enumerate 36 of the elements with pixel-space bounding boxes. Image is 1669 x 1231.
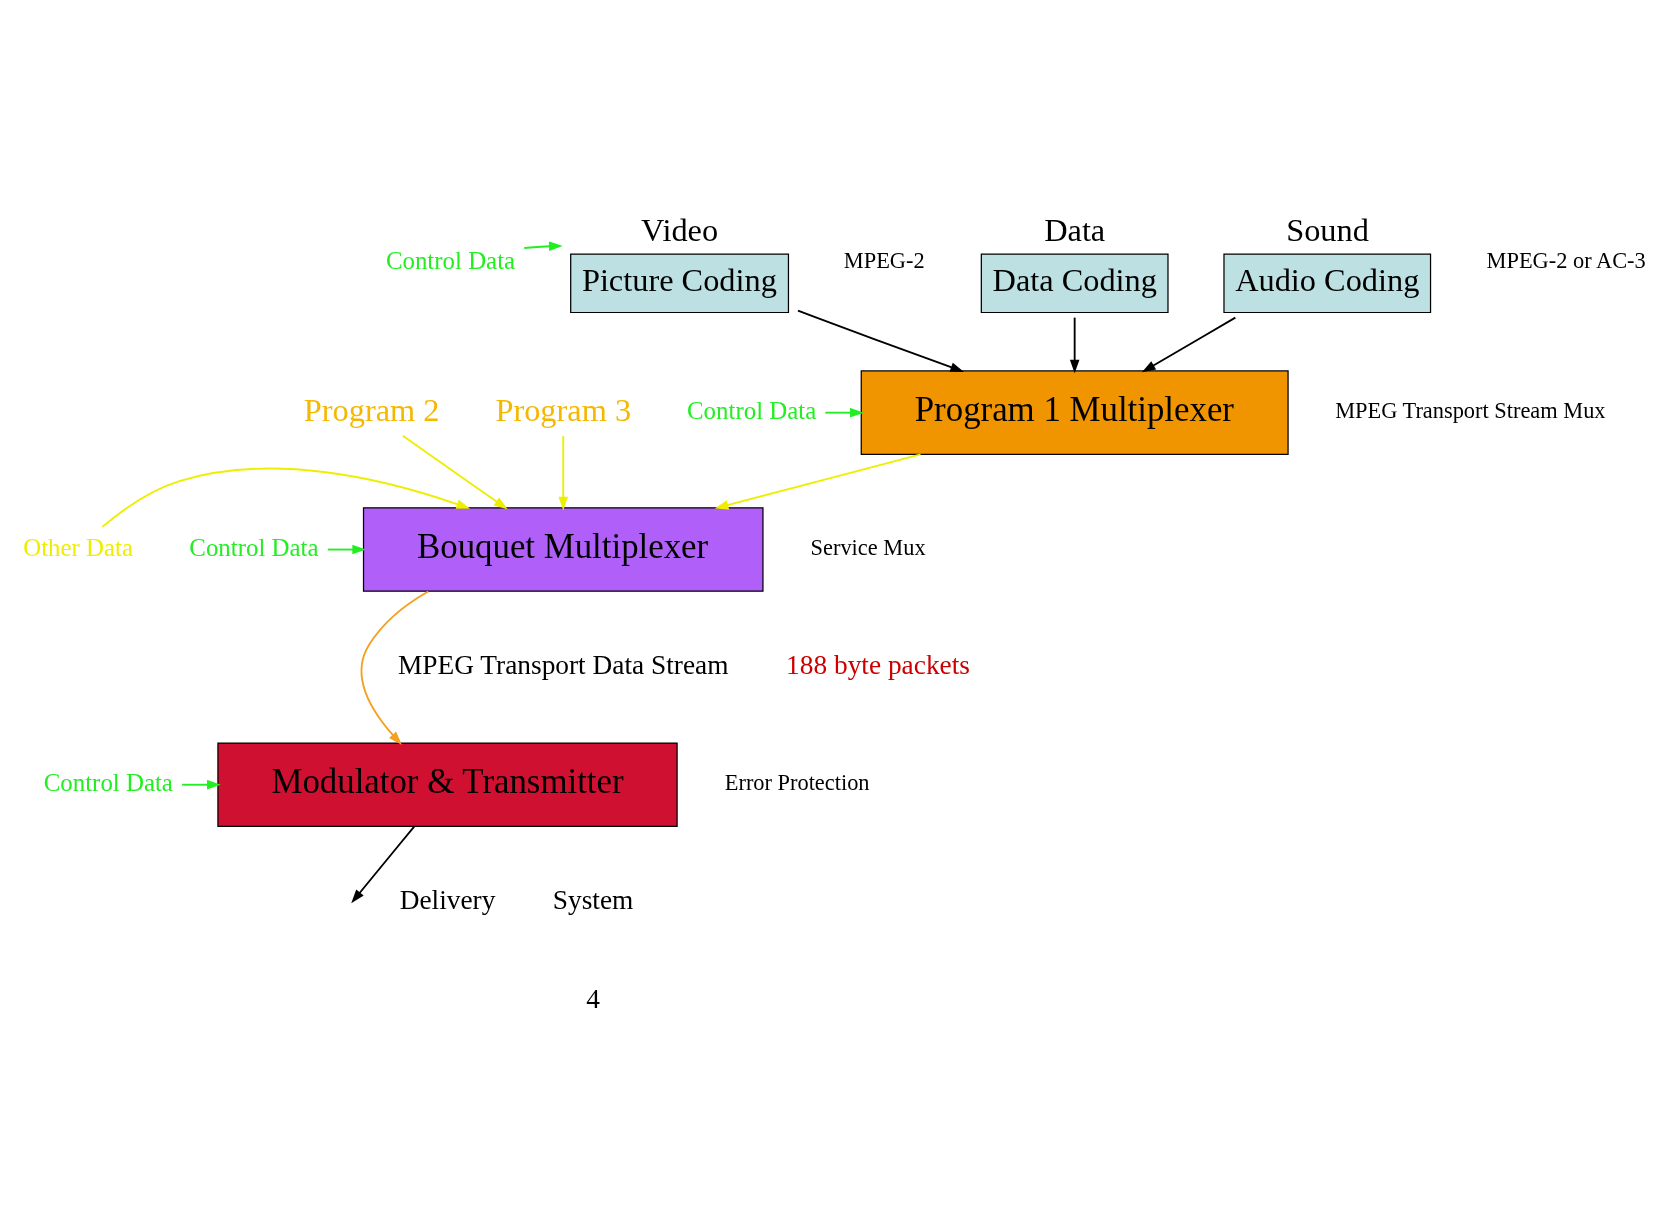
- arrow: [558, 435, 569, 511]
- node-text: Program 3: [495, 391, 632, 428]
- node-label: Error Protection: [724, 770, 870, 796]
- arrow: [523, 241, 563, 252]
- node-label: Data: [1044, 212, 1106, 249]
- node-label: MPEG-2: [843, 248, 925, 274]
- node-box: Program 1 Multiplexer: [860, 370, 1289, 455]
- arrow: [797, 309, 965, 372]
- node-label: MPEG-2 or AC-3: [1486, 248, 1646, 274]
- label: System: [552, 885, 634, 916]
- node-text: Control Data: [687, 396, 817, 424]
- arrow: [1069, 316, 1080, 374]
- label: 188 byte packets: [786, 650, 970, 681]
- arrow: [101, 467, 471, 528]
- node-text: Control Data: [385, 246, 516, 274]
- node-box: Bouquet Multiplexer: [362, 507, 764, 592]
- arrow: [351, 825, 416, 904]
- node-label: MPEG Transport Stream Mux: [1335, 398, 1606, 424]
- node-label: Sound: [1286, 212, 1369, 249]
- node-label: Video: [641, 212, 719, 249]
- node-label: Service Mux: [810, 535, 926, 561]
- arrow: [326, 544, 367, 555]
- arrow: [401, 434, 508, 510]
- label: 4: [586, 983, 600, 1014]
- node-text: Other Data: [23, 533, 133, 561]
- arrow: [1141, 316, 1237, 373]
- node-box: Modulator & Transmitter: [217, 742, 678, 828]
- node-text: Program 2: [303, 391, 440, 428]
- arrow: [824, 407, 864, 418]
- label: MPEG Transport Data Stream: [397, 650, 729, 681]
- arrow: [360, 590, 430, 745]
- label: Delivery: [399, 885, 496, 916]
- arrow: [714, 453, 922, 510]
- node-text: Control Data: [43, 768, 173, 796]
- node-text: Control Data: [189, 533, 319, 561]
- arrow: [181, 779, 221, 790]
